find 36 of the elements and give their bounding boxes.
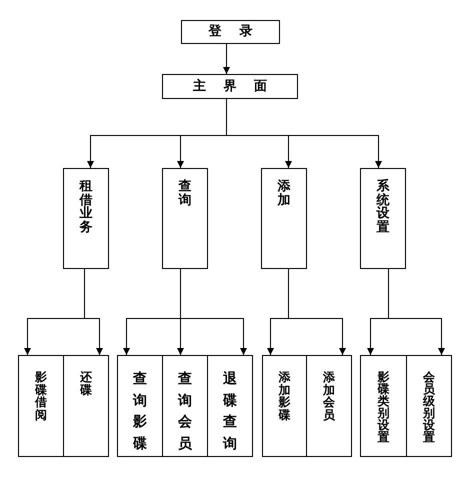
module-box — [360, 168, 406, 269]
menu-box — [181, 20, 280, 44]
module-label: 还碟 — [80, 371, 92, 396]
arrow — [180, 268, 247, 356]
module-label: 查询影碟 — [133, 370, 147, 454]
module-box — [162, 168, 208, 269]
module-box — [262, 355, 307, 457]
module-label: 影碟借阅 — [35, 371, 47, 422]
arrow — [388, 268, 445, 356]
menu-box — [162, 74, 298, 99]
module-label: 添加影碟 — [278, 371, 290, 422]
module-label: 查询 — [178, 180, 192, 208]
module-box — [117, 355, 163, 457]
module-box — [306, 355, 352, 457]
module-box — [207, 355, 253, 457]
module-label: 添加会员 — [323, 371, 335, 422]
menu-label: 主 界 面 — [192, 78, 268, 94]
arrow — [84, 268, 103, 356]
module-label: 租借业务 — [80, 180, 92, 235]
module-label: 退碟查询 — [223, 370, 237, 454]
module-label: 会员级别设置 — [423, 371, 435, 443]
module-label: 添加 — [278, 180, 290, 208]
module-box — [162, 355, 208, 457]
module-box — [63, 168, 109, 269]
module-box — [63, 355, 109, 457]
arrow — [223, 44, 230, 74]
module-box — [18, 355, 64, 457]
menu-label: 登 录 — [208, 24, 252, 40]
module-label: 系统设置 — [376, 180, 390, 235]
module-label: 查询会员 — [178, 370, 192, 454]
arrow — [226, 98, 382, 168]
module-label: 影碟类别设置 — [378, 371, 390, 443]
module-box — [261, 168, 307, 269]
arrow — [288, 268, 346, 356]
module-box — [360, 355, 407, 457]
module-box — [406, 355, 452, 457]
